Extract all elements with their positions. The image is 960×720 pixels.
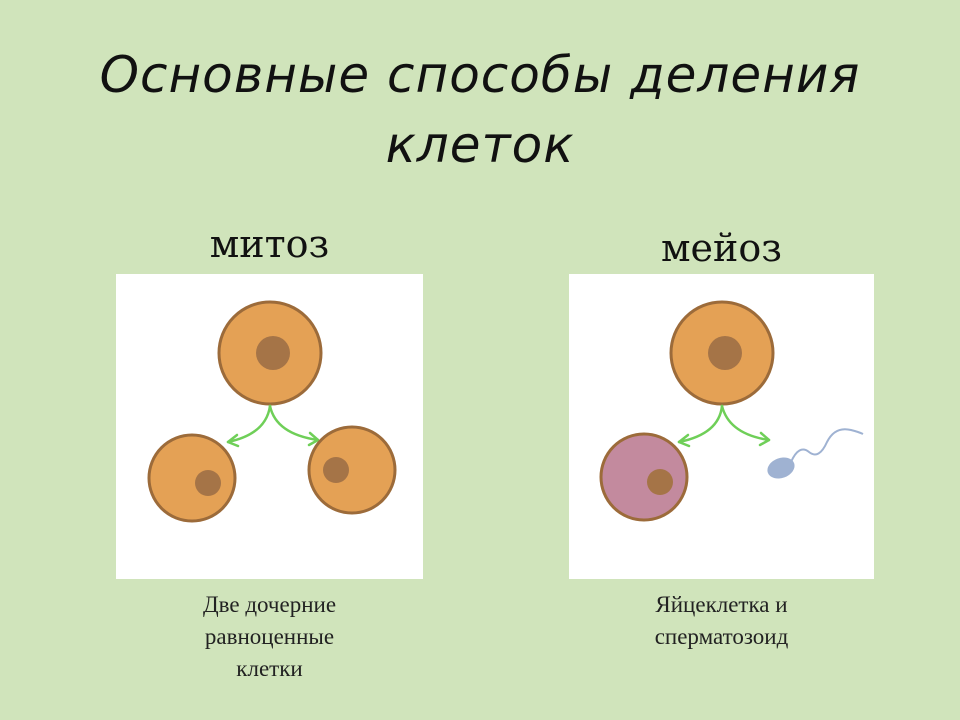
caption-line: Яйцеклетка и xyxy=(655,592,788,617)
title-line-2: клеток xyxy=(385,116,575,174)
caption-line: сперматозоид xyxy=(654,624,789,649)
title-line-1: Основные способы деления xyxy=(99,46,861,104)
mitosis-diagram xyxy=(116,274,423,579)
caption-line: клетки xyxy=(236,656,303,681)
egg-cell xyxy=(599,432,689,522)
meiosis-label: мейоз xyxy=(661,226,782,270)
meiosis-diagram xyxy=(569,274,874,579)
mitosis-caption: Две дочерние равноценные клетки xyxy=(117,589,422,685)
daughter-cell-right xyxy=(307,425,397,515)
division-arrows-icon xyxy=(226,404,320,448)
daughter-cell-left xyxy=(147,433,237,523)
parent-cell xyxy=(669,300,775,406)
parent-cell xyxy=(217,300,323,406)
division-arrows-icon xyxy=(677,404,771,448)
caption-line: Две дочерние xyxy=(202,592,337,617)
meiosis-caption: Яйцеклетка и сперматозоид xyxy=(569,589,874,653)
caption-line: равноценные xyxy=(204,624,335,649)
page-title: Основные способы деления клеток xyxy=(0,40,960,180)
sperm-cell-icon xyxy=(767,428,864,479)
mitosis-label: митоз xyxy=(209,222,330,266)
